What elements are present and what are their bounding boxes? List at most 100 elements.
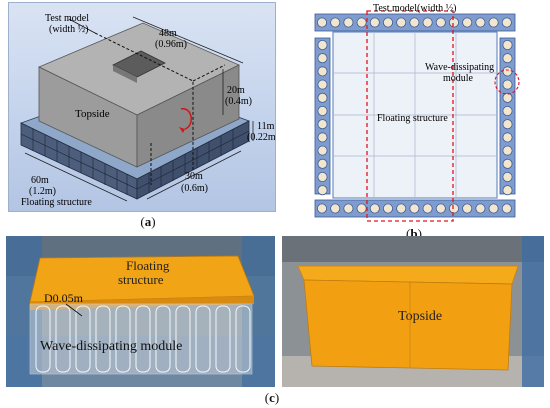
- module-circle: [502, 158, 513, 169]
- module-circle: [396, 203, 407, 214]
- module-circle: [343, 203, 354, 214]
- photo-left-drawing: Floating structure D0.05m Wave-dissipati…: [6, 236, 275, 387]
- module-circle: [317, 158, 328, 169]
- module-circle: [396, 17, 407, 28]
- module-circle: [317, 132, 328, 143]
- label-topside: Topside: [75, 108, 110, 120]
- module-cylinder: [75, 305, 91, 373]
- module-circle: [356, 17, 367, 28]
- label-dim-30-scaled: (0.6m): [181, 183, 208, 194]
- photo-floating-structure: Floating structure D0.05m Wave-dissipati…: [6, 236, 275, 387]
- dim-30-line: [146, 150, 242, 200]
- module-circle: [316, 203, 327, 214]
- label-dim-48-scaled: (0.96m): [155, 39, 187, 50]
- module-circle: [330, 203, 341, 214]
- panel-b-plan-view: Test model(width ½) Wave-dissipating mod…: [303, 2, 523, 224]
- module-circle: [409, 203, 420, 214]
- module-circle: [317, 92, 328, 103]
- module-circle: [502, 119, 513, 130]
- label-wave-module-1: Wave-dissipating: [425, 62, 494, 73]
- floating-right-grid: [136, 129, 250, 193]
- panel-a-3d-model: Test model (width ½) 48m (0.96m) 20m (0.…: [8, 2, 279, 212]
- rotation-arrow-icon: [180, 107, 192, 130]
- module-circle: [383, 203, 394, 214]
- module-circles-left: [317, 40, 328, 196]
- module-circle: [502, 132, 513, 143]
- module-circle: [317, 171, 328, 182]
- floating-left-grid: [20, 129, 138, 195]
- label-test-model-1: Test model: [45, 13, 89, 24]
- label-test-model-width: Test model(width ½): [373, 3, 456, 14]
- module-circle: [502, 79, 513, 90]
- module-circle: [502, 171, 513, 182]
- photo-topside: Topside: [282, 236, 544, 387]
- module-circle: [462, 17, 473, 28]
- module-cylinder: [235, 305, 251, 373]
- module-circle: [475, 17, 486, 28]
- topside-right-face: [136, 64, 240, 168]
- label-dim-11: 11m: [257, 121, 275, 132]
- module-cylinder: [215, 305, 231, 373]
- label-dim-20-scaled: (0.4m): [225, 96, 252, 107]
- label-topside-photo: Topside: [398, 309, 442, 324]
- module-circle: [502, 53, 513, 64]
- label-dim-20: 20m: [227, 85, 245, 96]
- module-circles-bottom: [316, 203, 512, 214]
- module-box: [29, 303, 253, 375]
- module-cylinder: [155, 305, 171, 373]
- module-circle: [448, 203, 459, 214]
- caption-b: (b): [406, 226, 422, 241]
- caption-c-letter: c: [269, 390, 275, 405]
- test-model-dash-top: [94, 32, 194, 171]
- module-circle: [502, 40, 513, 51]
- label-test-model-2: (width ½): [49, 24, 88, 35]
- module-circle: [488, 203, 499, 214]
- model-3d-drawing: Test model (width ½) 48m (0.96m) 20m (0.…: [19, 13, 279, 208]
- caption-a-letter: a: [144, 214, 152, 229]
- module-circle: [317, 53, 328, 64]
- module-circle: [502, 92, 513, 103]
- module-circle: [317, 119, 328, 130]
- dim-48-line: [132, 16, 244, 64]
- module-circle: [343, 17, 354, 28]
- module-circle: [369, 17, 380, 28]
- module-cylinder: [95, 305, 111, 373]
- label-wave-module-2: module: [443, 73, 474, 84]
- topside-box: [303, 279, 513, 371]
- module-circle: [330, 17, 341, 28]
- module-circle: [317, 185, 328, 196]
- label-dim-60: 60m: [31, 175, 49, 186]
- module-cylinder: [115, 305, 131, 373]
- module-highlight-circle: [494, 69, 520, 95]
- label-dim-60-scaled: (1.2m): [29, 186, 56, 197]
- module-circle: [317, 106, 328, 117]
- module-cylinder: [35, 305, 51, 373]
- module-circle: [422, 203, 433, 214]
- caption-c: (c): [264, 390, 280, 405]
- module-circle: [502, 106, 513, 117]
- label-diameter: D0.05m: [44, 291, 84, 305]
- module-cylinder: [195, 305, 211, 373]
- label-floating-structure: Floating structure: [21, 197, 92, 208]
- module-circle: [317, 145, 328, 156]
- module-circle: [502, 145, 513, 156]
- caption-b-letter: b: [410, 226, 418, 241]
- label-dim-30: 30m: [185, 171, 203, 182]
- module-circle: [422, 17, 433, 28]
- module-cylinders: [35, 305, 251, 373]
- module-circle: [448, 17, 459, 28]
- module-circle: [356, 203, 367, 214]
- module-circle: [502, 185, 513, 196]
- module-circles-top: [316, 17, 512, 28]
- label-floating-2: structure: [118, 272, 164, 287]
- module-circle: [369, 203, 380, 214]
- module-circle: [462, 203, 473, 214]
- plan-view-drawing: Test model(width ½) Wave-dissipating mod…: [314, 3, 520, 222]
- module-circle: [383, 17, 394, 28]
- module-cylinder: [175, 305, 191, 373]
- plan-grid: [333, 32, 497, 198]
- label-dim-48: 48m: [159, 28, 177, 39]
- module-cylinder: [55, 305, 71, 373]
- caption-a: (a): [140, 214, 156, 229]
- label-floating-1: Floating: [126, 258, 170, 273]
